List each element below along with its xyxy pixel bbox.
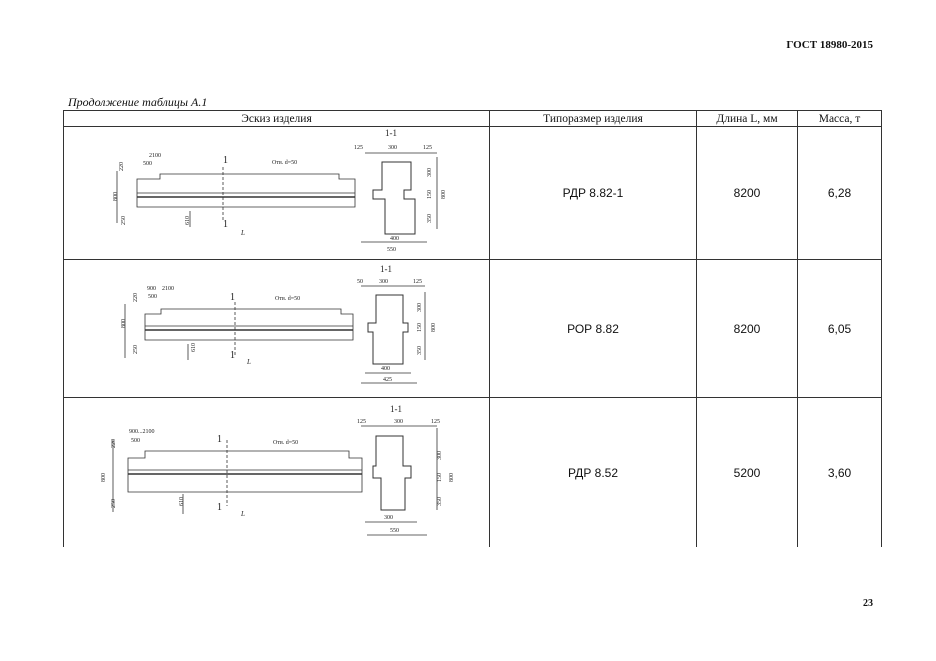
section-label: 1-1 xyxy=(385,128,397,138)
product-type: РДР 8.82-1 xyxy=(489,126,697,260)
section-mark: 1 xyxy=(223,155,228,166)
page-number: 23 xyxy=(863,598,873,609)
hole-note: Отв. d=50 xyxy=(275,296,300,302)
column-header-type: Типоразмер изделия xyxy=(489,110,697,127)
dim-label: 550 xyxy=(390,528,399,534)
product-type: РОР 8.82 xyxy=(489,259,697,398)
dim-label: 125 xyxy=(413,279,422,285)
dim-label: 800 xyxy=(101,473,107,482)
beam-drawing: 1-1 1 1 L Отв. d=50 900 2100 500 220 800… xyxy=(121,264,437,384)
table-caption: Продолжение таблицы А.1 xyxy=(68,95,208,109)
table-row: 1-1 1 1 L Отв. d=50 900 2100 500 220 800… xyxy=(63,259,882,398)
dim-label: 125 xyxy=(423,145,432,151)
product-length: 8200 xyxy=(696,126,798,260)
dim-label: 550 xyxy=(387,247,396,253)
dim-label: 125 xyxy=(431,419,440,425)
dim-label: 800 xyxy=(113,192,119,201)
section-mark-bottom: 1 xyxy=(223,219,228,230)
dim-label: 900 xyxy=(147,286,156,292)
dim-label: 610 xyxy=(185,216,191,225)
dim-label: 250 xyxy=(133,345,139,354)
product-length: 8200 xyxy=(696,259,798,398)
product-mass: 6,05 xyxy=(797,259,882,398)
dim-label: 250 xyxy=(121,216,127,225)
dim-label: 300 xyxy=(379,279,388,285)
table-header-row: Эскиз изделия Типоразмер изделия Длина L… xyxy=(63,110,882,127)
dim-label: 400 xyxy=(381,366,390,372)
dim-label: 800 xyxy=(441,190,447,199)
section-mark: 1 xyxy=(217,434,222,445)
table-row: 1-1 1 1 L Отв. d=50 2100 500 220 800 250… xyxy=(63,126,882,260)
dim-label: 150 xyxy=(417,323,423,332)
dim-label: 50 xyxy=(357,279,363,285)
section-mark: 1 xyxy=(230,292,235,303)
dim-label: 610 xyxy=(179,497,185,506)
hole-note: Отв. d=50 xyxy=(272,160,297,166)
dim-label: 300 xyxy=(437,451,443,460)
product-mass: 3,60 xyxy=(797,397,882,547)
dim-label: 150 xyxy=(427,190,433,199)
dim-label: 800 xyxy=(431,323,437,332)
dim-label: 300 xyxy=(384,515,393,521)
product-type: РДР 8.52 xyxy=(489,397,697,547)
product-length: 5200 xyxy=(696,397,798,547)
dim-label: 220 xyxy=(133,293,139,302)
dim-label: 350 xyxy=(427,214,433,223)
dim-label: 2100 xyxy=(162,286,174,292)
dim-label: 425 xyxy=(383,377,392,383)
dim-label: 220 xyxy=(111,439,117,448)
dim-label: 300 xyxy=(394,419,403,425)
dim-label: 125 xyxy=(354,145,363,151)
product-mass: 6,28 xyxy=(797,126,882,260)
column-header-sketch: Эскиз изделия xyxy=(63,110,490,127)
section-mark-bottom: 1 xyxy=(217,502,222,513)
dim-label: 350 xyxy=(437,497,443,506)
document-code: ГОСТ 18980-2015 xyxy=(786,39,873,51)
product-sketch: 1-1 1 1 L Отв. d=50 900 2100 500 220 800… xyxy=(63,259,490,398)
dim-label: 2100 xyxy=(149,153,161,159)
dim-label: 300 xyxy=(427,168,433,177)
dim-label: 500 xyxy=(143,161,152,167)
dim-label: 350 xyxy=(417,346,423,355)
section-mark-bottom: 1 xyxy=(230,350,235,361)
length-label: L xyxy=(240,229,245,237)
beam-drawing: 1-1 1 1 L Отв. d=50 900...2100 500 220 8… xyxy=(101,404,455,536)
dim-label: 610 xyxy=(191,343,197,352)
product-table: Эскиз изделия Типоразмер изделия Длина L… xyxy=(63,110,882,547)
length-label: L xyxy=(240,510,245,518)
dim-label: 900...2100 xyxy=(129,429,155,435)
dim-label: 250 xyxy=(111,499,117,508)
product-sketch: 1-1 1 1 L Отв. d=50 900...2100 500 220 8… xyxy=(63,397,490,547)
table-row: 1-1 1 1 L Отв. d=50 900...2100 500 220 8… xyxy=(63,397,882,547)
dim-label: 800 xyxy=(449,473,455,482)
column-header-mass: Масса, т xyxy=(797,110,882,127)
column-header-length: Длина L, мм xyxy=(696,110,798,127)
dim-label: 500 xyxy=(148,294,157,300)
dim-label: 125 xyxy=(357,419,366,425)
beam-drawing: 1-1 1 1 L Отв. d=50 2100 500 220 800 250… xyxy=(113,128,447,253)
section-label: 1-1 xyxy=(380,264,392,274)
dim-label: 300 xyxy=(388,145,397,151)
product-sketch: 1-1 1 1 L Отв. d=50 2100 500 220 800 250… xyxy=(63,126,490,260)
section-label: 1-1 xyxy=(390,404,402,414)
dim-label: 150 xyxy=(437,473,443,482)
dim-label: 400 xyxy=(390,236,399,242)
dim-label: 500 xyxy=(131,438,140,444)
hole-note: Отв. d=50 xyxy=(273,440,298,446)
dim-label: 800 xyxy=(121,319,127,328)
dim-label: 300 xyxy=(417,303,423,312)
dim-label: 220 xyxy=(119,162,125,171)
length-label: L xyxy=(246,358,251,366)
